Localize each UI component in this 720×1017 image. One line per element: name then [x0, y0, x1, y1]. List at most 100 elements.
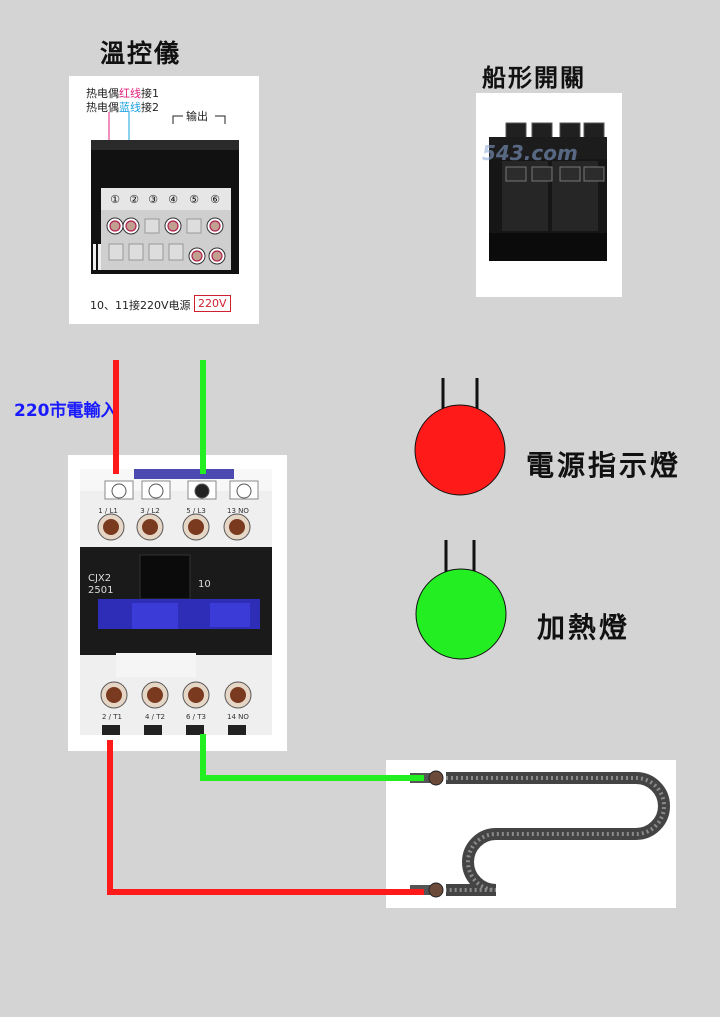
terminal-blank [186, 218, 202, 234]
switch-top [489, 137, 607, 159]
power-lamp-label: 電源指示燈 [526, 449, 682, 482]
screw-terminal [182, 513, 210, 541]
screw-terminal [136, 513, 164, 541]
screw-terminal [182, 681, 210, 709]
contactor-panel: 1 / L1 3 / L2 5 / L3 13 NO CJX2 2501 10 … [68, 455, 287, 751]
model-label: 2501 [88, 585, 113, 596]
bottom-tab [144, 725, 162, 735]
terminal-socket [141, 480, 171, 500]
heater-terminal [410, 770, 444, 786]
screw-terminal [223, 513, 251, 541]
terminal-screw [106, 217, 124, 235]
output-wire-red [107, 740, 424, 895]
top-terminal-label: 1 / L1 [98, 507, 118, 515]
terminal-blank [128, 243, 144, 261]
bottom-tab [102, 725, 120, 735]
watermark: 543.com [482, 141, 578, 165]
lamp-bulb-red [414, 404, 506, 496]
note-text: 接2 [141, 101, 159, 114]
terminal-number: ⑤ [189, 193, 199, 206]
contactor-blue-tab [134, 469, 234, 479]
top-terminal-label: 3 / L2 [140, 507, 160, 515]
terminal-number: ③ [148, 193, 158, 206]
model-label: CJX2 [88, 573, 111, 584]
bottom-tab [186, 725, 204, 735]
switch-title: 船形開關 [482, 64, 586, 92]
terminal-blank [168, 243, 184, 261]
output-label: 输出 [186, 110, 208, 123]
terminal-number: ⑥ [210, 193, 220, 206]
screw-terminal [97, 513, 125, 541]
note-blue-wire: 蓝线 [119, 101, 141, 114]
bottom-terminal-label: 6 / T3 [186, 713, 206, 721]
thermocouple-blue-note: 热电偶蓝线接2 [86, 99, 159, 115]
vent-slot [93, 244, 96, 270]
terminal-number: ① [110, 193, 120, 206]
terminal-number: ④ [168, 193, 178, 206]
bottom-terminal-label: 14 NO [227, 713, 249, 721]
power-note: 10、11接220V电源 [90, 299, 191, 312]
lamp-bulb-green [415, 568, 507, 660]
heating-coil [446, 772, 670, 896]
contactor-blue-armature-inner [210, 603, 250, 627]
vent-slot [98, 244, 101, 270]
switch-pin [583, 122, 605, 140]
bottom-terminal-label: 4 / T2 [145, 713, 165, 721]
temperature-controller-panel: 热电偶红线接1 热电偶蓝线接2 输出 ① ② ③ [69, 76, 259, 324]
terminal-blank [148, 243, 164, 261]
controller-terminal-block: ① ② ③ ④ ⑤ ⑥ [91, 112, 239, 274]
heat-lamp-label: 加熱燈 [537, 611, 631, 644]
switch-body-shade [489, 233, 607, 261]
switch-pin [505, 122, 527, 140]
terminal-screw [164, 217, 182, 235]
heating-element-image [410, 770, 670, 898]
terminal-blank [108, 243, 124, 261]
contactor-image: 1 / L1 3 / L2 5 / L3 13 NO CJX2 2501 10 … [80, 469, 272, 735]
rocker-switch-panel: 543.com [476, 93, 622, 297]
rocker-switch-image [489, 122, 607, 261]
heater-terminal [410, 882, 444, 898]
controller-housing-shade [91, 140, 239, 150]
switch-pin [531, 166, 553, 182]
heating-indicator-lamp [415, 540, 507, 660]
terminal-socket [229, 480, 259, 500]
bottom-tab [228, 725, 246, 735]
terminal-rail-top [101, 188, 231, 210]
screw-terminal [141, 681, 169, 709]
note-text: 热电偶 [86, 101, 119, 114]
screw-terminal [224, 681, 252, 709]
power-input-label: 220市電輸入 [14, 401, 118, 421]
terminal-screw [122, 217, 140, 235]
screw-terminal [100, 681, 128, 709]
heating-element-panel [386, 760, 676, 908]
heating-coil-highlight [446, 776, 666, 892]
top-terminal-label: 5 / L3 [186, 507, 206, 515]
contactor-blue-armature-inner [132, 603, 178, 629]
switch-pin [559, 122, 581, 140]
top-terminal-label: 13 NO [227, 507, 249, 515]
controller-title: 溫控儀 [100, 39, 182, 68]
thermocouple-red-note: 热电偶红线接1 [86, 85, 159, 101]
terminal-screw [208, 247, 226, 265]
power-badge: 220V [194, 295, 231, 312]
terminal-blank [144, 218, 160, 234]
switch-pin [583, 166, 605, 182]
terminal-socket [187, 480, 217, 500]
terminal-socket [104, 480, 134, 500]
switch-pin [505, 166, 527, 182]
note-text: 热电偶 [86, 87, 119, 100]
output-bracket [172, 115, 183, 124]
terminal-screw [206, 217, 224, 235]
power-indicator-lamp [414, 378, 506, 496]
terminal-screw [188, 247, 206, 265]
terminal-number: ② [129, 193, 139, 206]
switch-pin [559, 166, 581, 182]
note-red-wire: 红线 [119, 87, 141, 100]
note-text: 接1 [141, 87, 159, 100]
bottom-terminal-label: 2 / T1 [102, 713, 122, 721]
output-bracket [215, 115, 226, 124]
contactor-center-slot [139, 554, 191, 600]
contactor-label-plate [116, 653, 196, 677]
rating-label: 10 [198, 579, 211, 590]
switch-pin [531, 122, 553, 140]
